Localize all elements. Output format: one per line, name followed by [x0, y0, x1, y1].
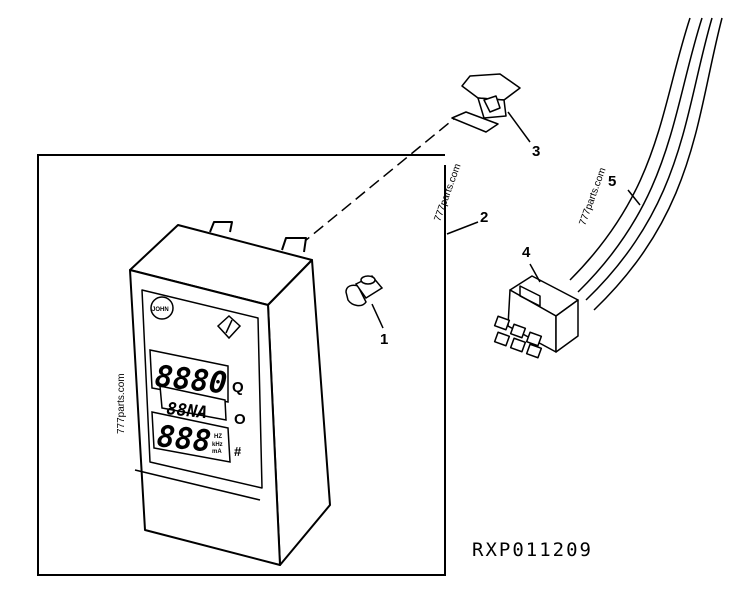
leader-2	[446, 221, 479, 235]
unit-label-bot: mA	[212, 449, 222, 455]
clip-part	[451, 73, 521, 133]
assembly-dashed-line	[299, 117, 456, 246]
gear-icon: #	[234, 444, 242, 459]
circle-icon: O	[234, 411, 246, 428]
callout-1: 1	[380, 331, 388, 348]
upper-readout: 8880	[153, 359, 229, 401]
unit-label-top: HZ	[214, 434, 222, 440]
logo-badge: JOHN	[150, 296, 174, 320]
warning-icon	[216, 314, 242, 340]
callout-4: 4	[522, 244, 531, 261]
watermark-2: 777parts.com	[577, 166, 608, 227]
lower-readout: 888	[155, 419, 213, 459]
q-icon: Q	[232, 379, 244, 396]
bulb-part	[345, 275, 384, 307]
callout-3: 3	[532, 143, 540, 160]
watermark-3: 777parts.com	[116, 373, 127, 434]
unit-label-mid: kHz	[212, 442, 223, 448]
display-panel	[149, 349, 231, 463]
leader-4	[529, 263, 541, 283]
leader-1	[371, 303, 384, 329]
unit-frame	[37, 154, 446, 576]
leader-3	[507, 111, 531, 143]
callout-2: 2	[480, 209, 488, 226]
middle-readout: 88NA	[165, 399, 208, 423]
logo-text: JOHN	[152, 307, 169, 313]
wire-harness	[569, 17, 723, 311]
leader-5	[627, 189, 641, 206]
monitor-unit	[129, 221, 331, 566]
reference-code: RXP011209	[472, 539, 593, 561]
callout-5: 5	[608, 173, 616, 190]
watermark-1: 777parts.com	[432, 162, 463, 223]
connector-part	[493, 275, 579, 359]
